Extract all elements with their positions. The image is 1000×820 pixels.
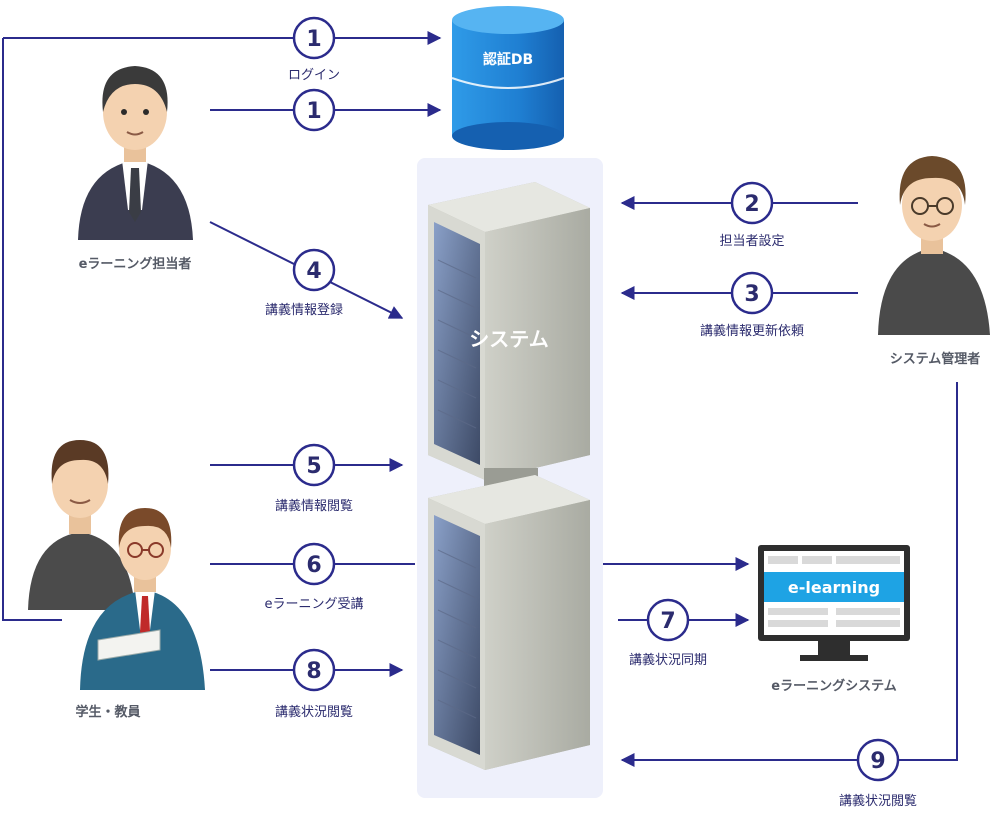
step-label: 講義状況同期 [629, 652, 707, 668]
svg-text:8: 8 [306, 659, 321, 684]
step-label: 講義情報登録 [265, 302, 343, 318]
step-badge: 6 [292, 542, 336, 586]
step-badge: 2 [730, 181, 774, 225]
auth-db-icon [451, 6, 565, 150]
server-bottom [428, 475, 590, 770]
step-label: 講義状況閲覧 [275, 704, 353, 720]
students-teachers-avatar [28, 440, 205, 690]
step-badge: 4 [292, 248, 336, 292]
svg-text:6: 6 [306, 553, 321, 578]
svg-text:3: 3 [744, 282, 759, 307]
auth-db-label: 認証DB [483, 51, 533, 68]
system-admin-label: システム管理者 [890, 351, 981, 367]
elearning-staff-label: eラーニング担当者 [79, 256, 192, 272]
students-teachers-label: 学生・教員 [75, 704, 140, 720]
svg-text:7: 7 [660, 609, 675, 634]
svg-text:4: 4 [306, 259, 321, 284]
step-label: eラーニング受講 [265, 596, 364, 612]
step-label: ログイン [288, 68, 340, 83]
step-label: 講義情報更新依頼 [700, 323, 804, 339]
elearning-monitor-icon [758, 545, 910, 661]
system-label: システム [469, 327, 548, 351]
elearning-system-label: eラーニングシステム [771, 678, 896, 694]
step-badge: 8 [292, 648, 336, 692]
line-step9 [620, 382, 958, 767]
svg-text:1: 1 [306, 27, 321, 52]
step-badge: 1 [292, 16, 336, 60]
svg-text:1: 1 [306, 99, 321, 124]
elearning-staff-avatar [78, 66, 193, 240]
system-admin-avatar [878, 156, 990, 335]
svg-text:9: 9 [870, 749, 885, 774]
step-badge: 9 [856, 738, 900, 782]
svg-text:2: 2 [744, 192, 759, 217]
step-badge: 7 [646, 598, 690, 642]
server-top [428, 182, 590, 480]
monitor-brand-text: e-learning [788, 578, 880, 597]
step-badge: 5 [292, 443, 336, 487]
svg-text:5: 5 [306, 454, 321, 479]
step-label: 講義情報閲覧 [275, 498, 353, 514]
step-badge: 3 [730, 271, 774, 315]
line-students-left-loop [2, 38, 62, 621]
step-badge: 1 [292, 88, 336, 132]
step-label: 担当者設定 [719, 233, 784, 249]
step-label: 講義状況閲覧 [839, 793, 917, 809]
